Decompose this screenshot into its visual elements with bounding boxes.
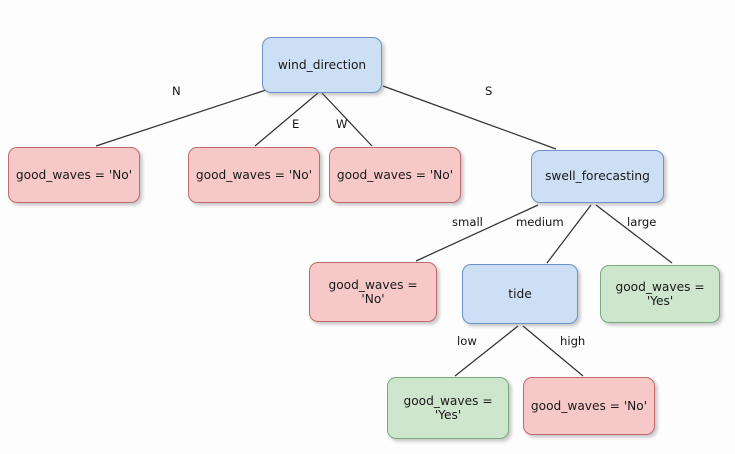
edge-label: large [627, 215, 657, 229]
tree-node-tide[interactable]: tide [462, 264, 578, 324]
tree-node-leaf_high[interactable]: good_waves = 'No' [523, 377, 655, 435]
tree-edge [254, 92, 319, 147]
tree-edge [382, 85, 557, 150]
edge-label: high [560, 334, 586, 348]
edge-label: W [336, 117, 348, 131]
edge-label: E [292, 117, 300, 131]
tree-node-leaf_low[interactable]: good_waves = 'Yes' [387, 377, 509, 439]
tree-edge [95, 89, 267, 147]
tree-node-leaf_w[interactable]: good_waves = 'No' [329, 147, 461, 203]
tree-node-root[interactable]: wind_direction [262, 37, 382, 93]
edge-label: N [172, 84, 181, 98]
tree-node-leaf_large[interactable]: good_waves = 'Yes' [600, 265, 720, 323]
tree-edge [415, 204, 539, 262]
tree-edge [595, 204, 673, 264]
edge-label: low [457, 334, 477, 348]
edge-label: S [485, 84, 493, 98]
tree-edge [546, 204, 592, 264]
tree-node-leaf_e[interactable]: good_waves = 'No' [188, 147, 320, 203]
tree-node-leaf_n[interactable]: good_waves = 'No' [8, 147, 140, 203]
edge-label: small [452, 215, 483, 229]
tree-node-leaf_small[interactable]: good_waves = 'No' [309, 262, 437, 322]
tree-node-swell[interactable]: swell_forecasting [531, 150, 664, 203]
edge-label: medium [516, 215, 564, 229]
